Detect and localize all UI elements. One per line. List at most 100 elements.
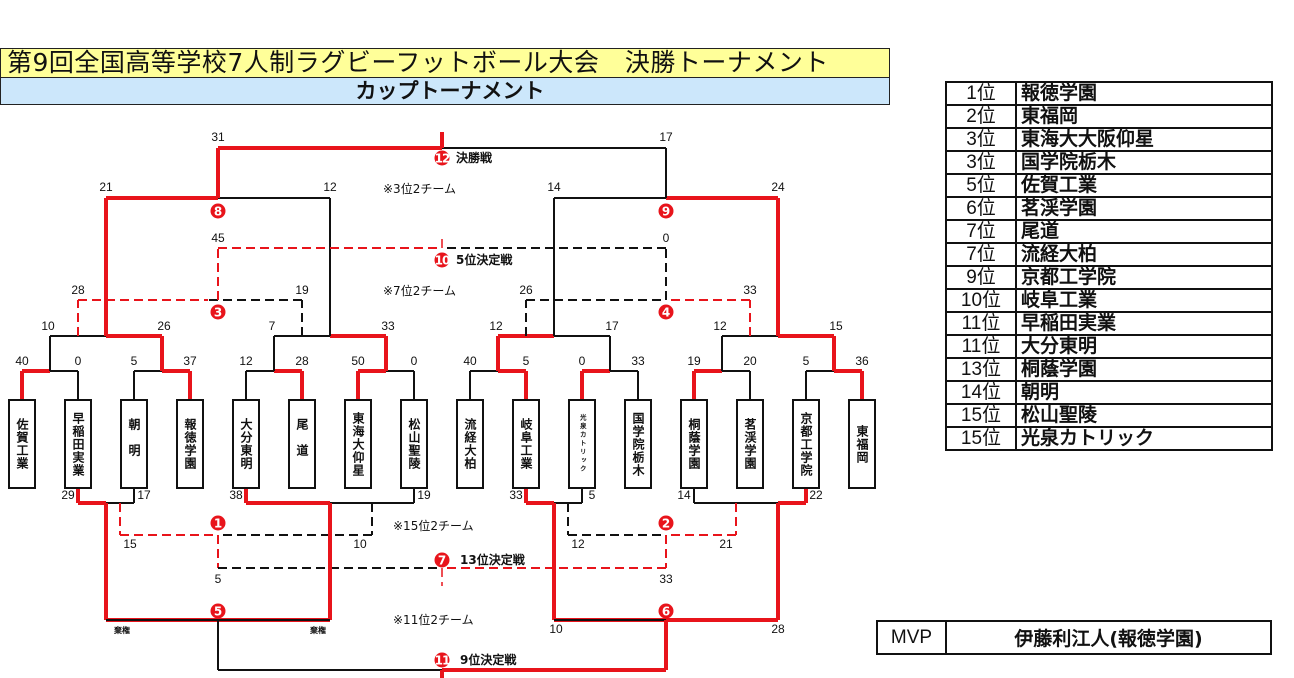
seventh-score: 28 xyxy=(71,283,85,297)
team-name: 光泉カトリック xyxy=(578,414,587,474)
ranking-position: 3位 xyxy=(945,127,1017,152)
lower-score: 17 xyxy=(137,488,151,502)
fifteenth-score: 12 xyxy=(571,537,585,551)
fifth-score: 45 xyxy=(211,231,225,245)
round1-score: 20 xyxy=(743,354,757,368)
final-score: 31 xyxy=(211,130,225,144)
team-box: 早稲田実業 xyxy=(64,399,92,489)
ranking-position: 3位 xyxy=(945,150,1017,175)
ranking-row: 7位尾道 xyxy=(945,219,1273,244)
eleventh-note: ※11位2チーム xyxy=(393,612,474,627)
ranking-row: 11位早稲田実業 xyxy=(945,311,1273,336)
team-box: 尾道 xyxy=(288,399,316,489)
lower-score: 33 xyxy=(509,488,523,502)
match-number: 2 xyxy=(662,516,670,530)
tournament-title: 第9回全国高等学校7人制ラグビーフットボール大会 決勝トーナメント xyxy=(0,48,890,78)
ranking-team: 東海大大阪仰星 xyxy=(1015,127,1273,152)
ranking-position: 15位 xyxy=(945,403,1017,428)
ranking-row: 7位流経大柏 xyxy=(945,242,1273,267)
ranking-row: 15位松山聖陵 xyxy=(945,403,1273,428)
round1-score: 0 xyxy=(411,354,418,368)
match-number-badge xyxy=(434,150,450,166)
team-name: 早稲田実業 xyxy=(71,411,85,477)
round1-score: 5 xyxy=(803,354,810,368)
qf-score: 17 xyxy=(605,319,619,333)
seventh-score: 19 xyxy=(295,283,309,297)
eleventh-score: 10 xyxy=(549,622,563,636)
match-number: 7 xyxy=(438,553,446,567)
ranking-team: 松山聖陵 xyxy=(1015,403,1273,428)
round1-score: 36 xyxy=(855,354,869,368)
ranking-row: 2位東福岡 xyxy=(945,104,1273,129)
ranking-position: 5位 xyxy=(945,173,1017,198)
forfeit-label: 棄権 xyxy=(113,625,130,635)
match-number-badge xyxy=(434,252,450,268)
ranking-position: 9位 xyxy=(945,265,1017,290)
fifth-label: 5位決定戦 xyxy=(456,252,513,267)
ranking-team: 大分東明 xyxy=(1015,334,1273,359)
lower-score: 29 xyxy=(61,488,75,502)
match-number-badge xyxy=(210,603,226,619)
team-name: 大分東明 xyxy=(239,418,253,470)
ranking-row: 6位茗渓学園 xyxy=(945,196,1273,221)
round1-score: 40 xyxy=(463,354,477,368)
mvp-label: MVP xyxy=(876,620,947,655)
ranking-team: 朝明 xyxy=(1015,380,1273,405)
match-number-badge xyxy=(434,652,450,668)
seventh-place-note: ※7位2チーム xyxy=(383,283,456,298)
match-number-badge xyxy=(434,552,450,568)
team-name: 東福岡 xyxy=(855,424,869,464)
ranking-team: 桐蔭学園 xyxy=(1015,357,1273,382)
ranking-row: 14位朝明 xyxy=(945,380,1273,405)
qf-score: 7 xyxy=(269,319,276,333)
team-name: 尾道 xyxy=(295,418,309,470)
team-name: 岐阜工業 xyxy=(519,418,533,470)
ranking-row: 13位桐蔭学園 xyxy=(945,357,1273,382)
sf-score: 12 xyxy=(323,180,337,194)
team-name: 佐賀工業 xyxy=(15,418,29,470)
ranking-row: 11位大分東明 xyxy=(945,334,1273,359)
ranking-position: 11位 xyxy=(945,311,1017,336)
fifth-score: 0 xyxy=(663,231,670,245)
team-box: 茗渓学園 xyxy=(736,399,764,489)
thirteenth-score: 5 xyxy=(215,572,222,586)
team-name: 東海大仰星 xyxy=(351,411,365,477)
match-number-badge xyxy=(210,304,226,320)
ranking-row: 10位岐阜工業 xyxy=(945,288,1273,313)
team-box: 国学院栃木 xyxy=(624,399,652,489)
match-number-badge xyxy=(658,515,674,531)
seventh-score: 26 xyxy=(519,283,533,297)
fifteenth-note: ※15位2チーム xyxy=(393,518,474,533)
seventh-score: 33 xyxy=(743,283,757,297)
match-number: 9 xyxy=(662,204,670,218)
team-box: 光泉カトリック xyxy=(568,399,596,489)
team-box: 松山聖陵 xyxy=(400,399,428,489)
forfeit-label: 棄権 xyxy=(309,625,326,635)
ranking-position: 10位 xyxy=(945,288,1017,313)
ranking-team: 早稲田実業 xyxy=(1015,311,1273,336)
ranking-position: 15位 xyxy=(945,426,1017,451)
cup-tournament-heading: カップトーナメント xyxy=(0,78,890,105)
match-number: 6 xyxy=(662,604,670,618)
ranking-row: 5位佐賀工業 xyxy=(945,173,1273,198)
ranking-row: 3位東海大大阪仰星 xyxy=(945,127,1273,152)
qf-score: 26 xyxy=(157,319,171,333)
match-number-badge xyxy=(658,603,674,619)
match-number: 3 xyxy=(214,305,222,319)
ranking-team: 流経大柏 xyxy=(1015,242,1273,267)
thirteenth-score: 33 xyxy=(659,572,673,586)
round1-score: 40 xyxy=(15,354,29,368)
qf-score: 12 xyxy=(713,319,727,333)
round1-score: 12 xyxy=(239,354,253,368)
match-number: 5 xyxy=(214,604,222,618)
lower-score: 5 xyxy=(589,488,596,502)
lower-score: 14 xyxy=(677,488,691,502)
round1-score: 28 xyxy=(295,354,309,368)
team-name: 国学院栃木 xyxy=(631,411,645,477)
ranking-team: 京都工学院 xyxy=(1015,265,1273,290)
round1-score: 0 xyxy=(75,354,82,368)
team-box: 京都工学院 xyxy=(792,399,820,489)
qf-score: 12 xyxy=(489,319,503,333)
round1-score: 33 xyxy=(631,354,645,368)
